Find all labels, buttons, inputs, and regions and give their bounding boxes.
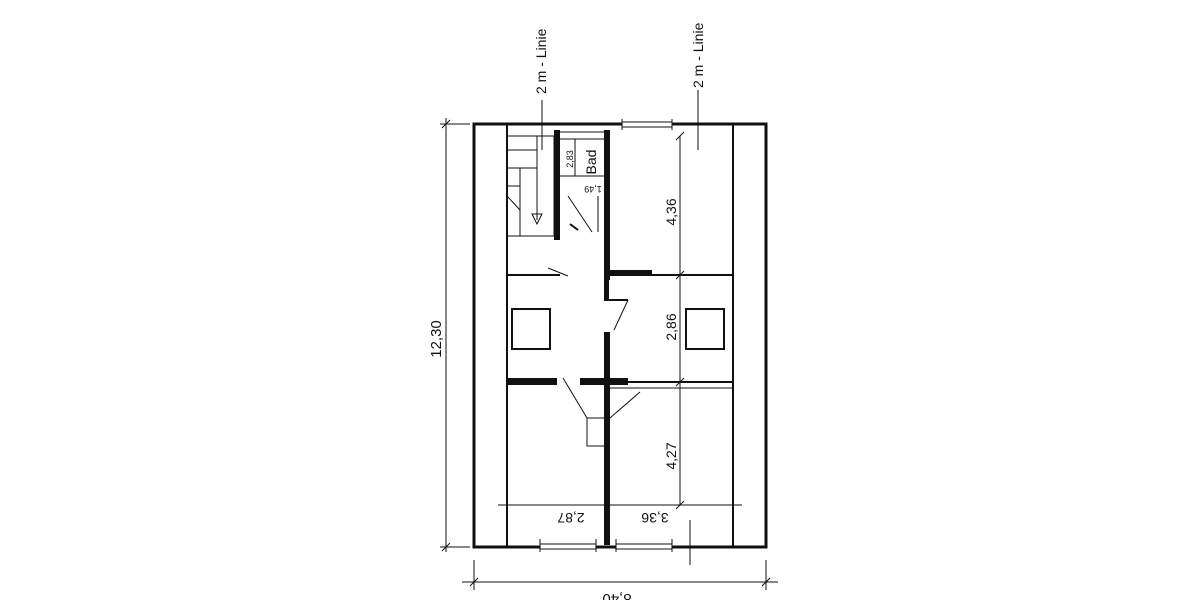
dim-upper-right-depth: 4,36 — [663, 198, 679, 225]
bathroom — [554, 130, 610, 240]
dim-lower-right-depth: 4,27 — [663, 442, 679, 469]
dim-lower-right-width: 3,36 — [641, 510, 668, 526]
interior-walls — [507, 240, 733, 545]
bathroom-label: Bad — [583, 150, 599, 175]
two-m-line-label-right: 2 m - Linie — [690, 22, 706, 88]
overall-width-label: 8,40 — [602, 590, 631, 600]
outer-wall — [472, 122, 768, 549]
bathroom-length: 2,83 — [565, 150, 575, 168]
skylight-right — [685, 308, 725, 350]
window-bottom-left — [539, 539, 597, 552]
inner-outline — [506, 123, 734, 548]
staircase — [506, 135, 555, 237]
lower-dimension-line — [498, 500, 742, 510]
bathroom-width: 1,49 — [584, 184, 602, 194]
overall-height-label: 12,30 — [428, 320, 445, 358]
dim-lower-left-width: 2,87 — [557, 510, 584, 526]
overall-height-dimension — [440, 118, 470, 552]
two-m-line-label-left: 2 m - Linie — [533, 28, 549, 94]
right-dimension-line — [675, 131, 685, 510]
skylight-left — [511, 308, 551, 350]
window-bottom-right — [615, 539, 673, 552]
dim-middle-right-depth: 2,86 — [663, 313, 679, 340]
window-top — [621, 119, 673, 130]
overall-width-dimension — [462, 560, 778, 590]
